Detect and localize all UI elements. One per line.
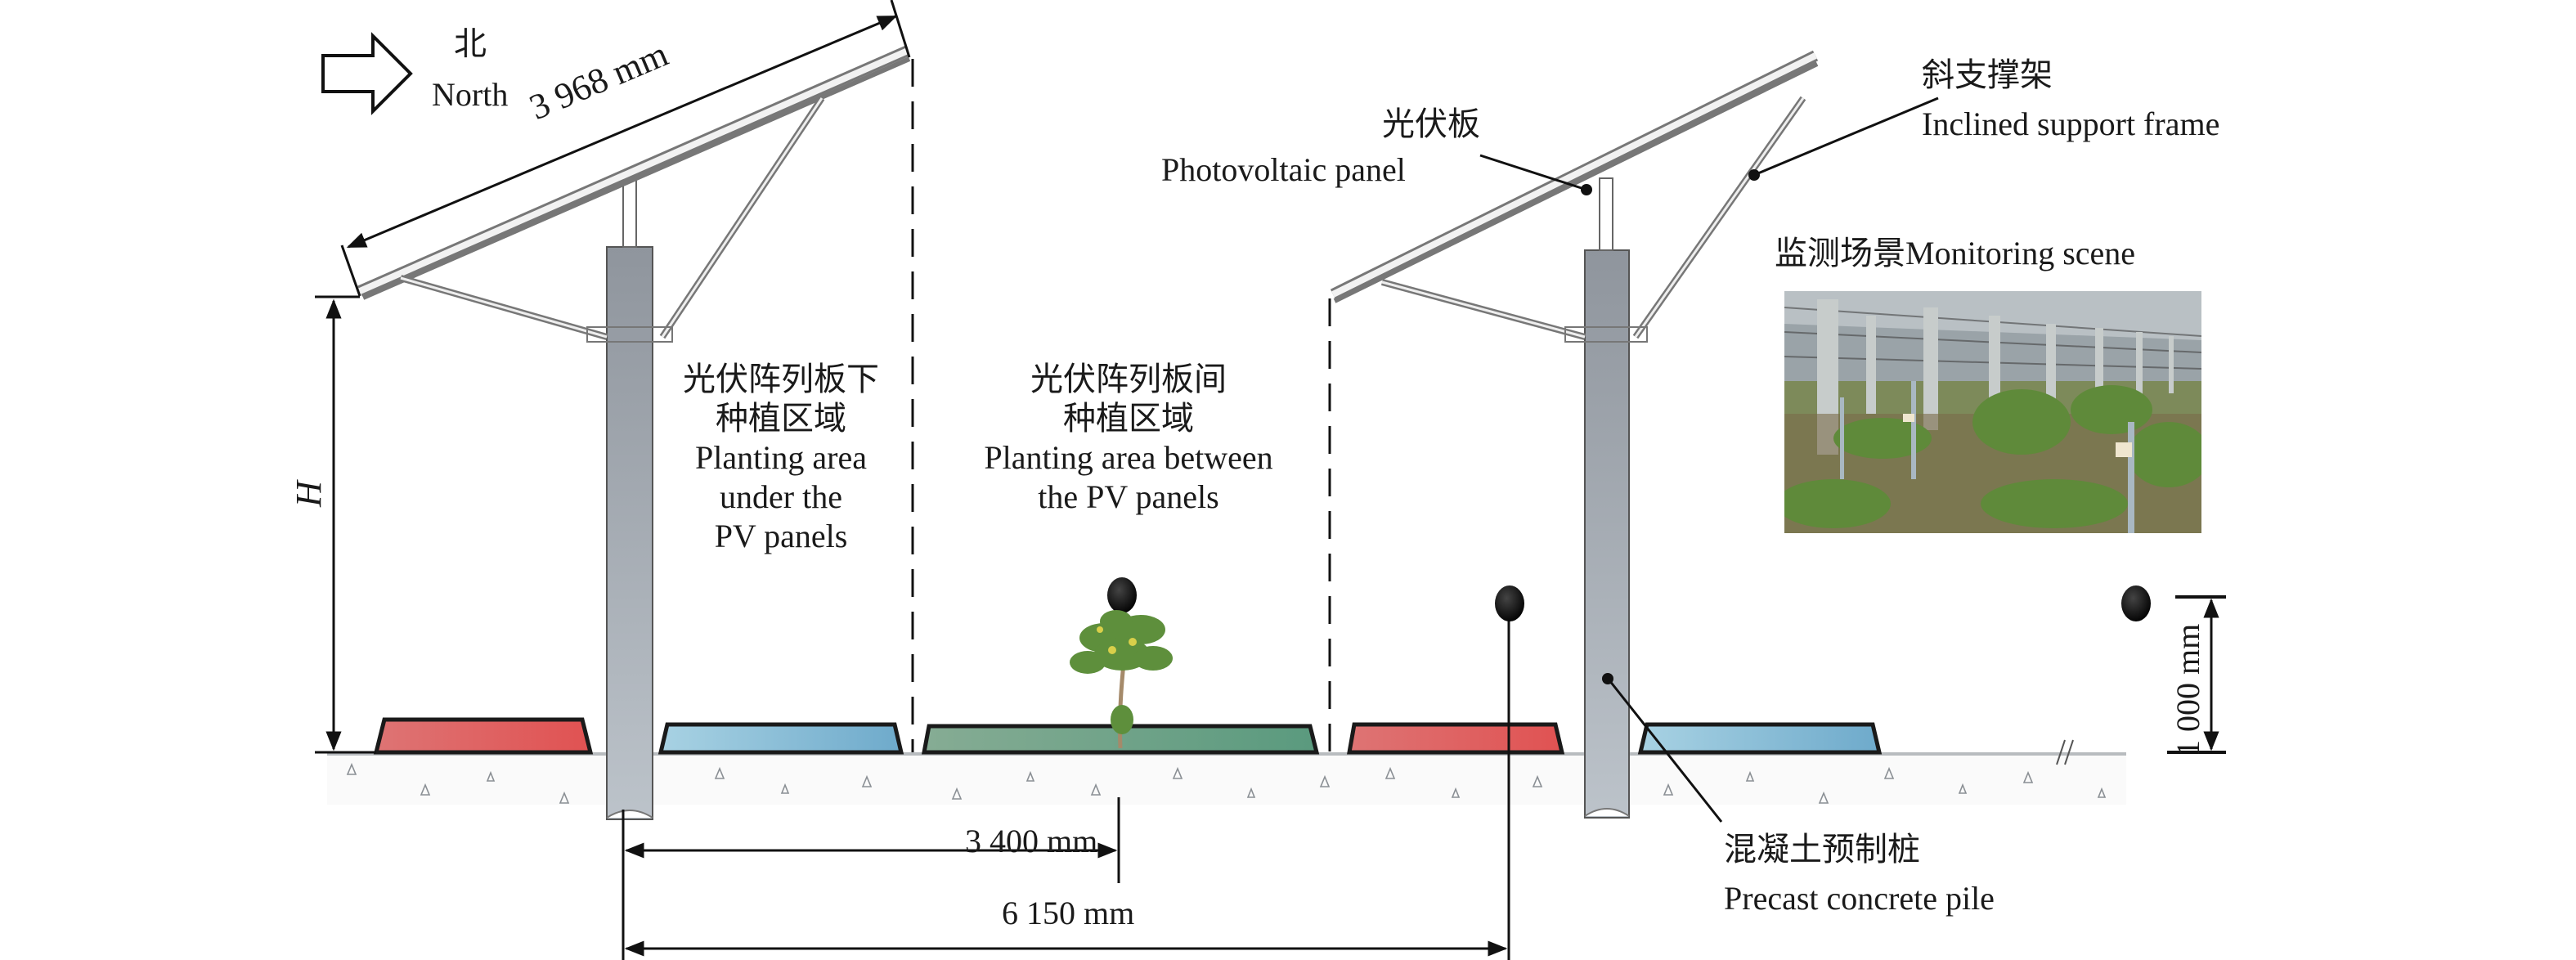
break-mark <box>2056 739 2074 765</box>
spacing-dimensions <box>622 605 1510 960</box>
sensor-height-label: 1 000 mm <box>2170 623 2206 756</box>
zone-between-en-1: Planting area between <box>984 439 1273 476</box>
zone-under-en-2: under the <box>720 478 842 515</box>
north-label-en: North <box>432 76 509 113</box>
zone-under-cn-1: 光伏阵列板下 <box>683 361 879 397</box>
pv-panel-callout-en: Photovoltaic panel <box>1161 151 1406 188</box>
callout-leaders <box>1479 96 1939 823</box>
concrete-pile-left <box>606 246 653 820</box>
support-frame-callout-en: Inclined support frame <box>1922 105 2220 142</box>
zone-between-panels-label: 光伏阵列板间 种植区域 Planting area between the PV… <box>940 360 1317 517</box>
pv-structure-right <box>1330 50 1819 819</box>
bed-blue-1 <box>657 722 904 755</box>
concrete-pile-right <box>1584 249 1630 819</box>
pile-callout-en: Precast concrete pile <box>1724 880 1995 917</box>
zone-between-en-2: the PV panels <box>1038 478 1219 515</box>
pile-callout-cn: 混凝土预制桩 <box>1724 831 1920 868</box>
sensor-height-dimension <box>2167 595 2226 754</box>
monitoring-scene-photo <box>1784 291 2201 533</box>
pv-panel-callout-cn: 光伏板 <box>1382 105 1480 142</box>
support-frame-callout-cn: 斜支撑架 <box>1922 56 2053 93</box>
bed-red-1 <box>373 717 594 755</box>
zone-under-en-3: PV panels <box>714 518 848 554</box>
height-label: H <box>289 481 329 507</box>
north-label-cn: 北 <box>454 25 487 62</box>
sensor-dot-between <box>1107 577 1137 613</box>
fig-tree-icon <box>1070 610 1173 749</box>
bed-blue-2 <box>1637 722 1883 755</box>
sensor-dot-open <box>2121 585 2151 621</box>
height-dimension <box>315 295 376 754</box>
zone-under-panels-label: 光伏阵列板下 种植区域 Planting area under the PV p… <box>658 360 904 556</box>
zone-under-cn-2: 种植区域 <box>716 400 846 437</box>
spacing-long-label: 6 150 mm <box>1002 895 1135 931</box>
north-arrow-icon <box>321 32 413 115</box>
monitoring-scene-title: 监测场景Monitoring scene <box>1775 235 2136 271</box>
pv-panel-right <box>1330 50 1819 303</box>
panel-length-dimension <box>340 0 911 297</box>
zone-between-cn-1: 光伏阵列板间 <box>1030 361 1227 397</box>
zone-under-en-1: Planting area <box>695 439 867 476</box>
sensor-dot-under <box>1495 585 1524 621</box>
bed-red-2 <box>1347 722 1565 755</box>
zone-between-cn-2: 种植区域 <box>1063 400 1194 437</box>
spacing-short-label: 3 400 mm <box>965 823 1098 859</box>
